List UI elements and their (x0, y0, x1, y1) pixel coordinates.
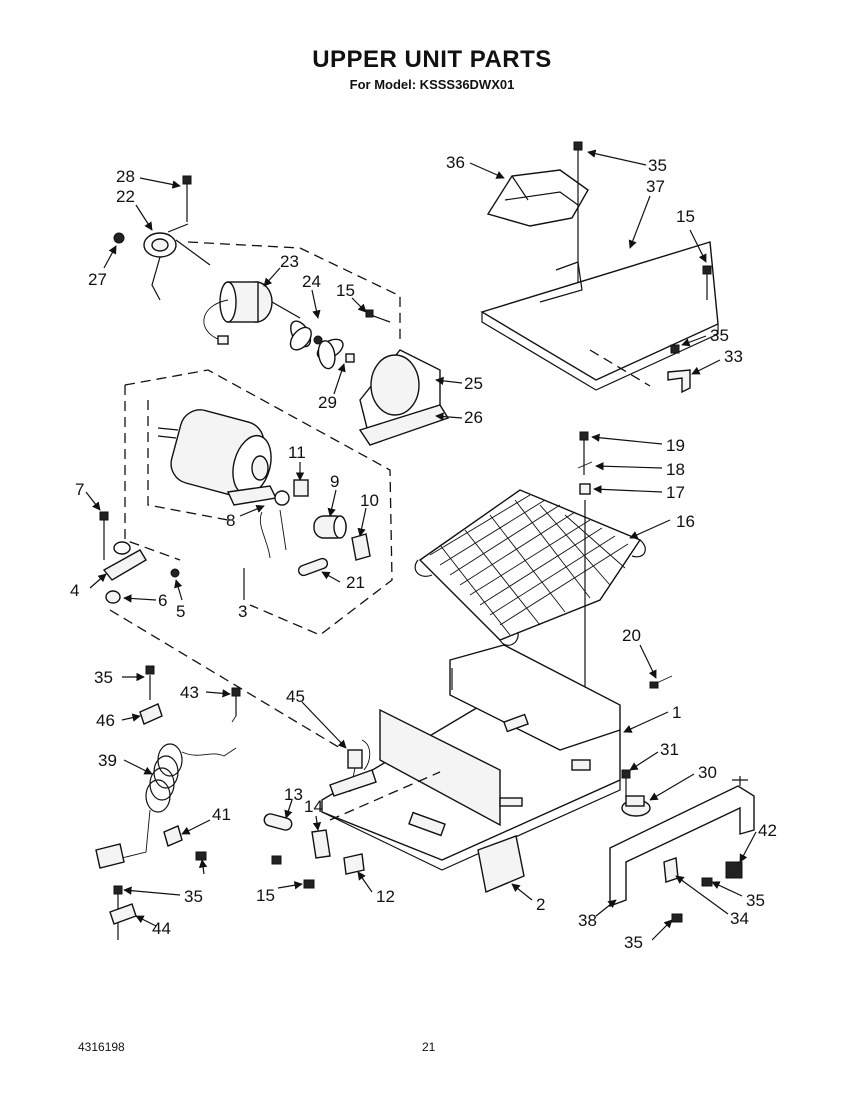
callout-15-upper: 15 (336, 281, 355, 300)
evaporator-coil (414, 431, 646, 770)
fan-motor-assembly (113, 175, 450, 446)
callout-23: 23 (280, 252, 299, 271)
callout-35-bracket: 35 (746, 891, 765, 910)
callout-13: 13 (284, 785, 303, 804)
callout-35-bottom: 35 (624, 933, 643, 952)
callout-10: 10 (360, 491, 379, 510)
callout-35-right: 35 (710, 326, 729, 345)
callout-17: 17 (666, 483, 685, 502)
callout-29: 29 (318, 393, 337, 412)
callout-30: 30 (698, 763, 717, 782)
callout-3: 3 (238, 602, 247, 621)
model-subtitle: For Model: KSSS36DWX01 (349, 77, 515, 92)
callout-42: 42 (758, 821, 777, 840)
callout-38: 38 (578, 911, 597, 930)
callout-34: 34 (730, 909, 749, 928)
control-bracket-assembly (609, 769, 755, 923)
leader-lines (85, 149, 757, 941)
callout-1: 1 (672, 703, 681, 722)
callout-46: 46 (96, 711, 115, 730)
callout-41: 41 (212, 805, 231, 824)
callout-35-cord-top: 35 (94, 668, 113, 687)
callout-37: 37 (646, 177, 665, 196)
callout-16: 16 (676, 512, 695, 531)
callout-20: 20 (622, 626, 641, 645)
callout-18: 18 (666, 460, 685, 479)
callout-39: 39 (98, 751, 117, 770)
callout-labels: 28 22 27 23 24 15 29 25 26 36 35 37 15 3… (70, 153, 777, 952)
callout-22: 22 (116, 187, 135, 206)
callout-33: 33 (724, 347, 743, 366)
callout-12: 12 (376, 887, 395, 906)
base-pan (321, 644, 673, 893)
callout-27: 27 (88, 270, 107, 289)
callout-44: 44 (152, 919, 171, 938)
callout-24: 24 (302, 272, 321, 291)
callout-26: 26 (464, 408, 483, 427)
callout-11: 11 (288, 443, 306, 462)
callout-2: 2 (536, 895, 545, 914)
callout-36: 36 (446, 153, 465, 172)
callout-15-right: 15 (676, 207, 695, 226)
power-cord-assembly (95, 665, 441, 940)
callout-14: 14 (304, 797, 323, 816)
callout-31: 31 (660, 740, 679, 759)
callout-19: 19 (666, 436, 685, 455)
callout-35-top: 35 (648, 156, 667, 175)
callout-45: 45 (286, 687, 305, 706)
callout-25: 25 (464, 374, 483, 393)
top-cover-assembly (480, 141, 719, 394)
callout-9: 9 (330, 472, 339, 491)
page-title: UPPER UNIT PARTS (312, 46, 552, 73)
compressor-assembly (99, 369, 393, 749)
callout-43: 43 (180, 683, 199, 702)
callout-5: 5 (176, 602, 185, 621)
document-number: 4316198 (78, 1040, 125, 1054)
callout-6: 6 (158, 591, 167, 610)
page-number: 21 (422, 1040, 436, 1054)
callout-21: 21 (346, 573, 365, 592)
callout-4: 4 (70, 581, 79, 600)
callout-28: 28 (116, 167, 135, 186)
callout-7: 7 (75, 480, 84, 499)
callout-35-cord-bottom: 35 (184, 887, 203, 906)
callout-8: 8 (226, 511, 235, 530)
callout-15-lower: 15 (256, 886, 275, 905)
